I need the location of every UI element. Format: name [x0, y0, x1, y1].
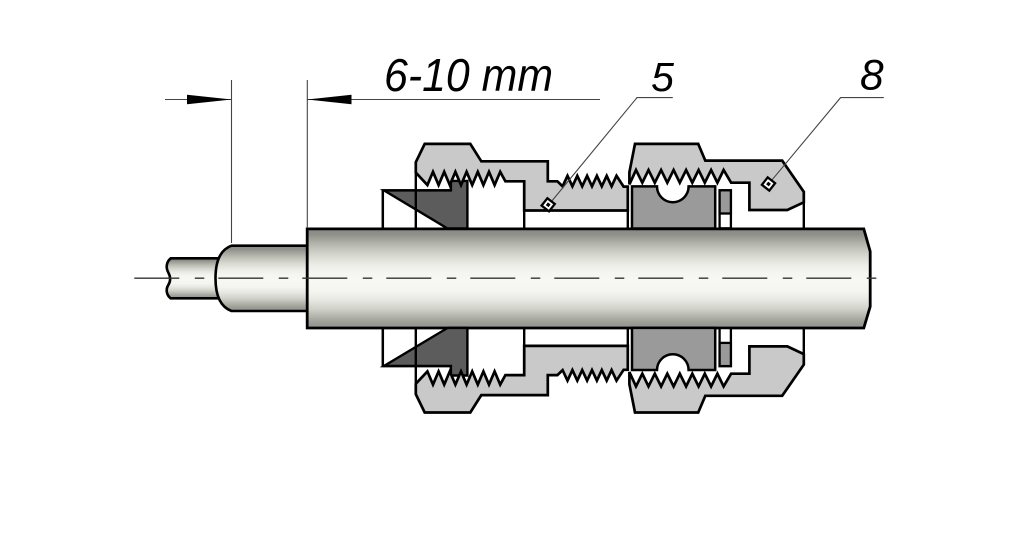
svg-text:6-10 mm: 6-10 mm: [384, 49, 553, 101]
svg-text:5: 5: [651, 54, 674, 100]
svg-text:8: 8: [860, 52, 884, 99]
